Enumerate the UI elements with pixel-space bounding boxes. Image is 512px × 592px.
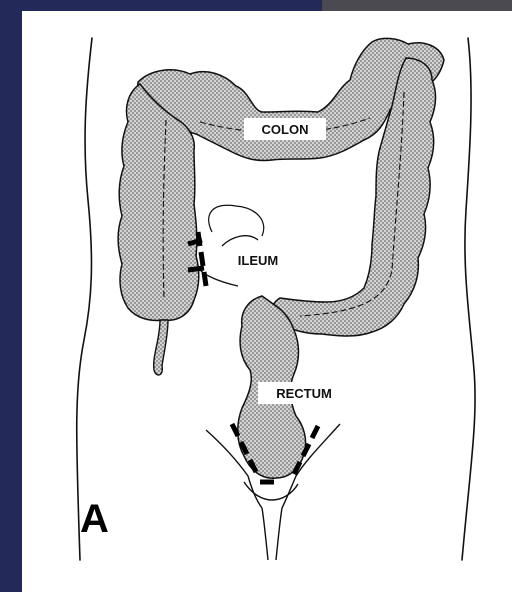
ileum (200, 205, 264, 286)
appendix (154, 320, 168, 375)
panel-letter: A (80, 497, 109, 541)
colon-label: COLON (262, 122, 309, 137)
ileum-label: ILEUM (238, 253, 278, 268)
rectum-label: RECTUM (276, 386, 332, 401)
